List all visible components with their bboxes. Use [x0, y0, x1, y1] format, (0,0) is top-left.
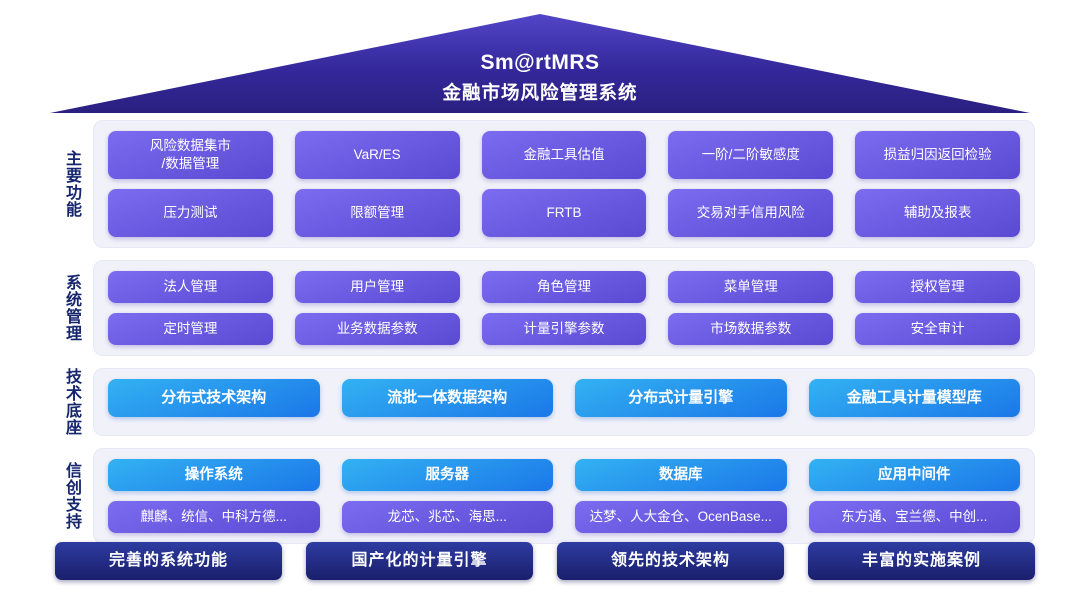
- tech-foundation-row: 分布式技术架构 流批一体数据架构 分布式计量引擎 金融工具计量模型库: [108, 379, 1020, 417]
- feature-block: 金融工具估值: [481, 131, 647, 179]
- feature-block: VaR/ES: [294, 131, 460, 179]
- module-block: 安全审计: [855, 313, 1020, 345]
- section-label-xinchuang-support: 信创支持: [63, 462, 80, 530]
- module-block: 市场数据参数: [668, 313, 834, 345]
- vendor-block: 达梦、人大金仓、OcenBase...: [575, 501, 787, 533]
- category-block: 操作系统: [108, 459, 320, 491]
- section-xinchuang-support: 信创支持 操作系统 服务器 数据库 应用中间件 麒麟、统信、中科方德... 龙芯…: [55, 448, 1035, 544]
- feature-block: 损益归因返回检验: [855, 131, 1020, 179]
- main-functions-panel: 风险数据集市 /数据管理 VaR/ES 金融工具估值 一阶/二阶敏感度 损益归因…: [93, 120, 1035, 248]
- tech-block: 分布式技术架构: [108, 379, 320, 417]
- feature-block: 压力测试: [108, 189, 273, 237]
- tech-block: 流批一体数据架构: [341, 379, 553, 417]
- category-block: 服务器: [341, 459, 553, 491]
- xinchuang-support-panel: 操作系统 服务器 数据库 应用中间件 麒麟、统信、中科方德... 龙芯、兆芯、海…: [93, 448, 1035, 544]
- xinchuang-category-row: 操作系统 服务器 数据库 应用中间件: [108, 459, 1020, 491]
- feature-block: 风险数据集市 /数据管理: [108, 131, 273, 179]
- section-system-management: 系统管理 法人管理 用户管理 角色管理 菜单管理 授权管理 定时管理 业务数据参…: [55, 260, 1035, 356]
- feature-block: 交易对手信用风险: [668, 189, 834, 237]
- tech-foundation-panel: 分布式技术架构 流批一体数据架构 分布式计量引擎 金融工具计量模型库: [93, 368, 1035, 436]
- vendor-block: 龙芯、兆芯、海思...: [341, 501, 553, 533]
- module-block: 用户管理: [294, 271, 460, 303]
- module-block: 计量引擎参数: [481, 313, 647, 345]
- module-block: 菜单管理: [668, 271, 834, 303]
- product-name: Sm@rtMRS: [480, 51, 600, 74]
- highlight-block: 领先的技术架构: [557, 542, 784, 580]
- section-tech-foundation: 技术底座 分布式技术架构 流批一体数据架构 分布式计量引擎 金融工具计量模型库: [55, 368, 1035, 436]
- category-block: 数据库: [575, 459, 787, 491]
- main-functions-row-1: 风险数据集市 /数据管理 VaR/ES 金融工具估值 一阶/二阶敏感度 损益归因…: [108, 131, 1020, 179]
- highlight-block: 国产化的计量引擎: [306, 542, 533, 580]
- module-block: 法人管理: [108, 271, 273, 303]
- section-label-main-functions: 主要功能: [63, 150, 80, 218]
- xinchuang-vendor-row: 麒麟、统信、中科方德... 龙芯、兆芯、海思... 达梦、人大金仓、OcenBa…: [108, 501, 1020, 533]
- feature-block: 一阶/二阶敏感度: [668, 131, 834, 179]
- feature-block: 辅助及报表: [855, 189, 1020, 237]
- module-block: 定时管理: [108, 313, 273, 345]
- system-management-row-1: 法人管理 用户管理 角色管理 菜单管理 授权管理: [108, 271, 1020, 303]
- highlight-block: 完善的系统功能: [55, 542, 282, 580]
- highlights-row: 完善的系统功能 国产化的计量引擎 领先的技术架构 丰富的实施案例: [55, 542, 1035, 580]
- module-block: 授权管理: [855, 271, 1020, 303]
- feature-block: FRTB: [481, 189, 647, 237]
- category-block: 应用中间件: [808, 459, 1020, 491]
- sections-column: 主要功能 风险数据集市 /数据管理 VaR/ES 金融工具估值 一阶/二阶敏感度…: [55, 120, 1035, 544]
- module-block: 角色管理: [481, 271, 647, 303]
- system-management-row-2: 定时管理 业务数据参数 计量引擎参数 市场数据参数 安全审计: [108, 313, 1020, 345]
- highlight-block: 丰富的实施案例: [808, 542, 1035, 580]
- section-label-tech-foundation: 技术底座: [63, 368, 80, 436]
- section-main-functions: 主要功能 风险数据集市 /数据管理 VaR/ES 金融工具估值 一阶/二阶敏感度…: [55, 120, 1035, 248]
- product-subtitle: 金融市场风险管理系统: [442, 82, 638, 103]
- main-functions-row-2: 压力测试 限额管理 FRTB 交易对手信用风险 辅助及报表: [108, 189, 1020, 237]
- section-label-system-management: 系统管理: [63, 274, 80, 342]
- vendor-block: 东方通、宝兰德、中创...: [808, 501, 1020, 533]
- tech-block: 分布式计量引擎: [575, 379, 787, 417]
- vendor-block: 麒麟、统信、中科方德...: [108, 501, 320, 533]
- roof-header: Sm@rtMRS 金融市场风险管理系统: [50, 14, 1030, 113]
- feature-block: 限额管理: [294, 189, 460, 237]
- module-block: 业务数据参数: [294, 313, 460, 345]
- tech-block: 金融工具计量模型库: [808, 379, 1020, 417]
- system-management-panel: 法人管理 用户管理 角色管理 菜单管理 授权管理 定时管理 业务数据参数 计量引…: [93, 260, 1035, 356]
